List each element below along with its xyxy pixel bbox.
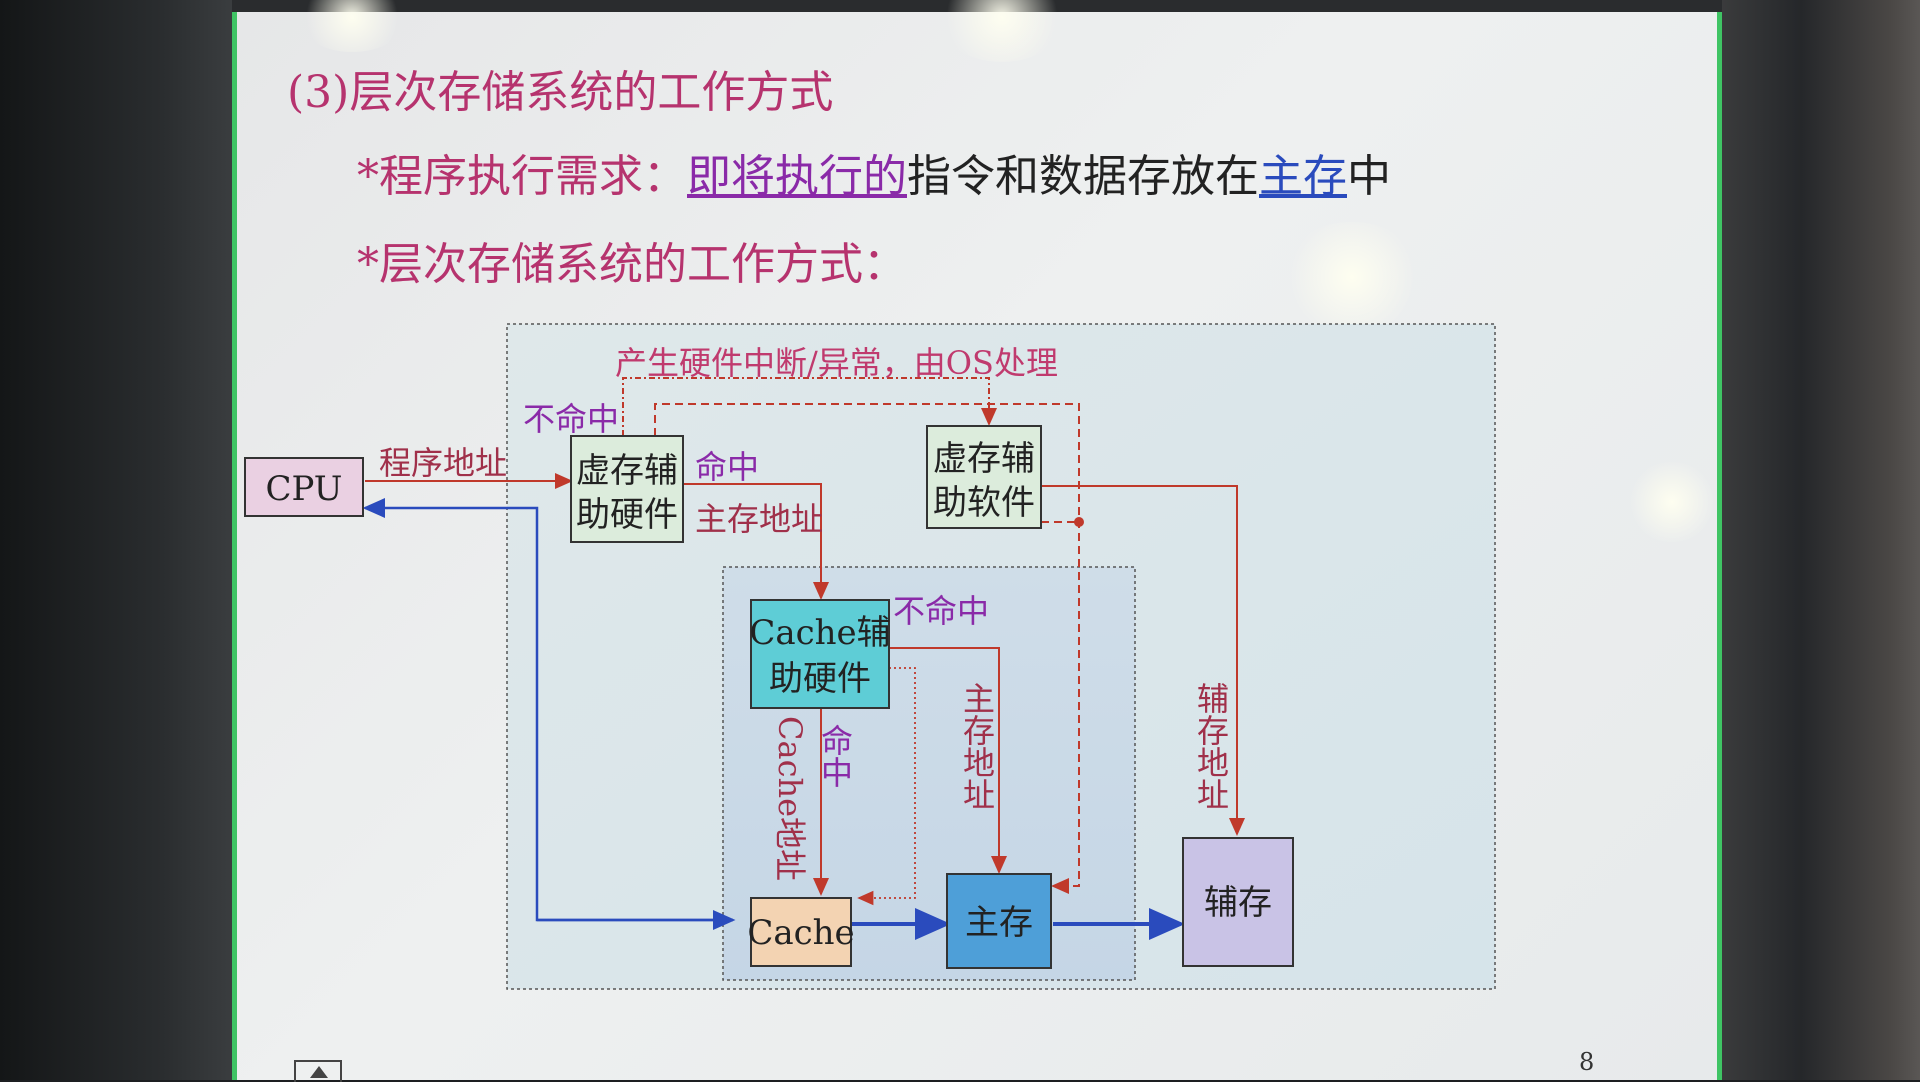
main-address-arrow [683,483,829,600]
bullet-program-requirement: *程序执行需求：即将执行的指令和数据存放在主存中 [357,140,1391,204]
aux-address-label: 辅存地址 [1192,682,1230,810]
main-memory-box [946,873,1052,969]
underlined-phrase-main-memory: 主存 [1259,151,1347,202]
cache-box-label: Cache [747,913,854,953]
screen-bezel-left [0,0,232,1080]
main-memory-label: 主存 [965,903,1033,943]
interrupt-label: 产生硬件中断/异常，由OS处理 [615,344,1058,382]
swap-control-path [654,403,1080,894]
vm-hardware-label-1: 虚存辅 [576,451,678,491]
cache-hardware-box [750,599,890,709]
cache-miss-arrow [889,647,1007,874]
junction-dot [1074,517,1084,527]
aux-memory-label: 辅存 [1204,883,1272,923]
screen-bezel-right [1722,0,1920,1080]
cpu-box [244,457,364,517]
program-address-label: 程序地址 [379,444,507,482]
vm-hardware-label-2: 助硬件 [576,495,678,535]
vm-hardware-box [570,435,684,543]
bullet-suffix: 中 [1347,151,1391,202]
cache-replace-path [857,667,916,906]
main-address-vertical-label: 主存地址 [958,682,996,810]
memory-hierarchy-diagram: CPU 虚存辅 助硬件 虚存辅 助软件 Cache辅 助硬件 Cache 主存 … [244,323,1496,990]
bullet-prefix: *程序执行需求： [357,151,687,202]
vm-software-label-1: 虚存辅 [933,439,1035,479]
cache-hit-label: 命中 [816,724,854,788]
cpu-box-label: CPU [266,469,343,509]
vm-software-label-2: 助软件 [933,483,1035,523]
vm-hit-label: 命中 [695,448,759,486]
underlined-phrase-upcoming: 即将执行的 [687,151,907,202]
main-address-label: 主存地址 [695,500,823,538]
cache-miss-label: 不命中 [893,592,989,630]
interrupt-signal-path [622,377,997,436]
home-icon[interactable] [294,1060,342,1082]
cache-hardware-label-1: Cache辅 [749,613,890,653]
vm-software-box [926,425,1042,529]
vm-miss-label: 不命中 [523,400,619,438]
aux-memory-box [1182,837,1294,967]
page-number: 8 [1579,1048,1595,1076]
slide-title: (3)层次存储系统的工作方式 [287,67,834,118]
aux-address-arrow [1041,485,1245,836]
cache-address-label: Cache地址 [771,716,809,881]
cache-hardware-label-2: 助硬件 [769,659,871,699]
bullet-middle: 指令和数据存放在 [907,151,1259,202]
cache-box [750,897,852,967]
presentation-slide: (3)层次存储系统的工作方式 *程序执行需求：即将执行的指令和数据存放在主存中 … [232,0,1722,1080]
bullet-working-mode: *层次存储系统的工作方式： [357,239,907,290]
